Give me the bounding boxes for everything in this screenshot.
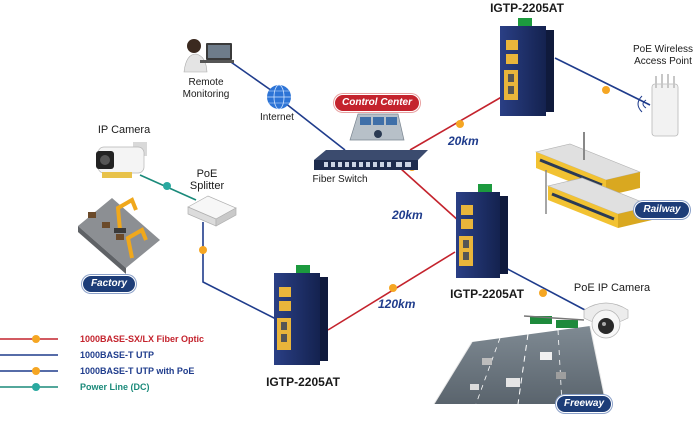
igtp-mid-switch-icon	[456, 184, 508, 278]
dot	[456, 120, 464, 128]
railway-illustration	[535, 132, 653, 228]
dot	[389, 284, 397, 292]
utp-top-ap	[554, 57, 651, 106]
control-center-badge: Control Center	[334, 94, 420, 112]
remote-monitoring-icon	[183, 39, 234, 73]
wireless-ap-icon	[637, 74, 679, 137]
internet-globe-icon	[267, 84, 291, 110]
poe-ap-label: PoE Wireless Access Point	[632, 44, 693, 67]
legend-fiber: 1000BASE-SX/LX Fiber Optic	[80, 334, 205, 344]
utp-mid-camera	[499, 264, 586, 311]
control-center-icon	[349, 113, 405, 141]
dot	[602, 86, 610, 94]
igtp-bottom-label: IGTP-2205AT	[266, 375, 340, 389]
freeway-badge: Freeway	[556, 395, 612, 413]
fiber-switch-icon	[314, 150, 428, 170]
poe-splitter-icon	[187, 195, 237, 227]
legend-lines	[0, 335, 58, 391]
internet-label: Internet	[260, 112, 294, 123]
factory-badge: Factory	[82, 275, 136, 293]
poe-ip-camera-label: PoE IP Camera	[573, 282, 651, 294]
igtp-top-switch-icon	[500, 18, 554, 116]
distance-bottom: 120km	[378, 297, 416, 311]
igtp-top-label: IGTP-2205AT	[490, 1, 564, 15]
ip-camera-label: IP Camera	[97, 124, 151, 136]
ip-camera-icon	[96, 142, 147, 178]
line-internet-switch	[284, 102, 346, 151]
distance-top: 20km	[448, 134, 479, 148]
line-remote-internet	[227, 59, 276, 94]
fiber-switch-mid	[399, 167, 461, 223]
fiber-switch-label: Fiber Switch	[312, 174, 368, 185]
igtp-mid-label: IGTP-2205AT	[450, 287, 524, 301]
railway-badge: Railway	[634, 201, 690, 219]
utp-splitter-bottom	[202, 222, 279, 321]
dot	[199, 246, 207, 254]
distance-mid: 20km	[392, 208, 423, 222]
legend-utp-poe: 1000BASE-T UTP with PoE	[80, 366, 195, 376]
remote-monitoring-label: Remote Monitoring	[182, 77, 230, 100]
poe-splitter-label: PoE Splitter	[189, 168, 225, 192]
freeway-illustration	[433, 315, 607, 405]
igtp-bottom-switch-icon	[274, 265, 328, 365]
legend-utp: 1000BASE-T UTP	[80, 350, 155, 360]
dot	[539, 289, 547, 297]
dot	[163, 182, 171, 190]
poe-dome-camera-icon	[583, 302, 629, 339]
legend-power: Power Line (DC)	[80, 382, 150, 392]
factory-illustration	[78, 197, 160, 274]
